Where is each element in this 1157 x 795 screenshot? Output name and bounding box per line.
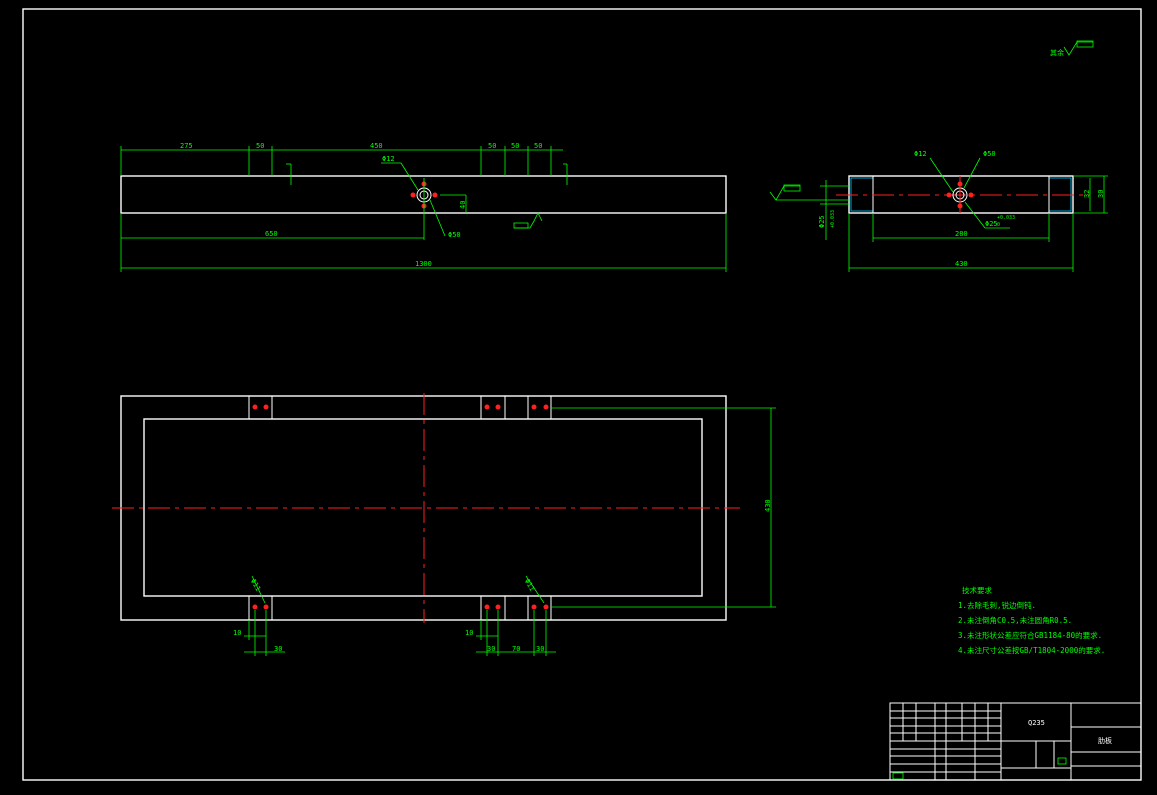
dim-650: 650 <box>265 230 278 238</box>
roughness-symbol-general: 其余 <box>1050 40 1094 57</box>
front-view-outline <box>120 175 727 214</box>
title-material: Q235 <box>1028 719 1045 727</box>
dim-450: 450 <box>370 142 383 150</box>
plan-dim-10-b: 10 <box>465 629 473 637</box>
dim-50-d: 50 <box>534 142 542 150</box>
plan-view: 430 Φ11 Φ11 10 30 10 30 70 30 <box>112 393 776 656</box>
tech-item-4: 4.未注尺寸公差按GB/T1804-2000的要求. <box>958 645 1105 655</box>
tech-item-2: 2.未注倒角C0.5,未注圆角R0.5. <box>958 615 1072 625</box>
dim-40: 40 <box>459 201 467 209</box>
side-tol-upper: +0.033 <box>997 215 1015 221</box>
side-tol-lower: 0 <box>997 222 1000 228</box>
dim-50-b: 50 <box>488 142 496 150</box>
side-dim-32: 32 <box>1083 190 1091 198</box>
plan-dim-10-a: 10 <box>233 629 241 637</box>
side-dim-430: 430 <box>955 260 968 268</box>
tech-requirements: 技术要求 1.去除毛刺,锐边倒钝. 2.未注倒角C0.5,未注圆角R0.5. 3… <box>958 585 1105 655</box>
tech-item-3: 3.未注形状公差应符合GB1184-80的要求. <box>958 630 1102 640</box>
plan-dim-70: 70 <box>512 645 520 653</box>
roughness-rest-label: 其余 <box>1050 48 1064 57</box>
dim-50-a: 50 <box>256 142 264 150</box>
plan-dim-30-a: 30 <box>274 645 282 653</box>
side-dim-280: 280 <box>955 230 968 238</box>
side-left-dim: Φ25 <box>818 215 826 228</box>
tech-item-1: 1.去除毛刺,锐边倒钝. <box>958 600 1036 610</box>
plan-dim-30-b: 30 <box>487 645 495 653</box>
dim-50-c: 50 <box>511 142 519 150</box>
dim-275: 275 <box>180 142 193 150</box>
tech-title: 技术要求 <box>962 585 992 595</box>
plan-dim-430: 430 <box>764 499 772 512</box>
plan-dim-30-c: 30 <box>536 645 544 653</box>
dia-12-label: Φ12 <box>382 155 395 163</box>
side-dim-30: 30 <box>1097 190 1105 198</box>
dia-50-label: Φ50 <box>448 231 461 239</box>
side-view: Φ12 Φ50 Φ25 +0.033 0 280 430 32 30 Φ25 +… <box>769 150 1108 272</box>
front-view: 275 50 450 50 50 50 Φ12 Φ50 40 650 1300 <box>120 142 727 272</box>
drawing-frame <box>22 8 1142 781</box>
title-part-name: 肋板 <box>1098 736 1112 745</box>
dim-1300: 1300 <box>415 260 432 268</box>
side-dia-50: Φ50 <box>983 150 996 158</box>
plan-dia-11-a: Φ11 <box>249 578 262 593</box>
side-left-tol: +0.033 <box>830 210 836 228</box>
plan-dia-11-b: Φ11 <box>523 578 536 593</box>
title-block: Q235 肋板 <box>889 702 1142 781</box>
side-dia-25: Φ25 <box>985 220 998 228</box>
side-dia-12: Φ12 <box>914 150 927 158</box>
